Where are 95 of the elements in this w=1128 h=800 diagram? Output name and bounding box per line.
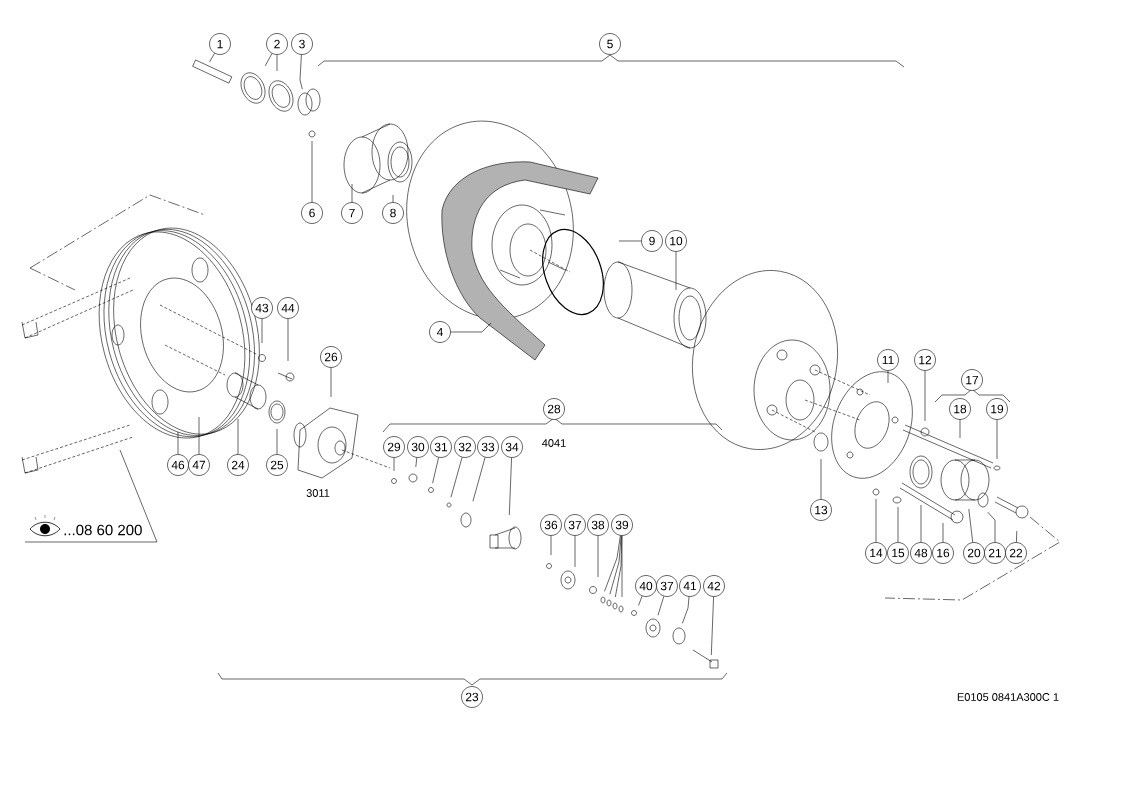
callout-number: 16 <box>932 542 954 564</box>
callout-number: 17 <box>961 369 983 391</box>
callout-number: 10 <box>665 230 687 252</box>
leader-line <box>550 535 552 556</box>
leader-line <box>177 431 179 455</box>
leader-line <box>450 457 463 498</box>
callout-number: 14 <box>865 542 887 564</box>
callout-number: 5 <box>599 33 621 55</box>
callout-number: 34 <box>501 436 523 458</box>
callout-number: 3 <box>291 33 313 55</box>
leader-line <box>621 535 623 598</box>
callout-number: 26 <box>320 346 342 368</box>
leader-line <box>574 535 576 568</box>
callout-number: 30 <box>407 436 429 458</box>
leader-line <box>198 416 200 455</box>
leader-line <box>875 498 877 543</box>
callout-number: 28 <box>543 398 565 420</box>
callout-number: 46 <box>167 454 189 476</box>
leader-line <box>276 428 278 455</box>
callout-number: 44 <box>277 297 299 319</box>
leader-line <box>897 506 899 543</box>
callout-number: 6 <box>301 202 323 224</box>
callout-number: 21 <box>984 542 1006 564</box>
callout-number: 37 <box>656 575 678 597</box>
leader-line <box>920 504 922 543</box>
callout-number: 32 <box>454 436 476 458</box>
leader-line <box>432 457 439 484</box>
leader-line <box>351 183 353 203</box>
callout-number: 2 <box>266 33 288 55</box>
leader-line <box>682 596 690 624</box>
leader-line <box>638 595 643 606</box>
leader-line <box>675 251 677 291</box>
leader-line <box>237 418 239 455</box>
leader-line <box>968 508 974 543</box>
part-number: 4041 <box>542 439 566 447</box>
callout-number: 38 <box>587 514 609 536</box>
callout-number: 22 <box>1005 542 1027 564</box>
callout-number: 11 <box>877 349 899 371</box>
leader-line <box>820 458 822 500</box>
leader-line <box>265 53 273 67</box>
callout-number: 39 <box>611 514 633 536</box>
leader-line <box>887 370 889 384</box>
leader-line <box>261 318 263 344</box>
callout-number: 25 <box>266 454 288 476</box>
callout-number: 37 <box>564 514 586 536</box>
callout-number: 42 <box>703 575 725 597</box>
leader-line <box>276 54 278 72</box>
callout-number: 18 <box>949 398 971 420</box>
callout-number: 12 <box>914 349 936 371</box>
callout-number: 9 <box>641 230 663 252</box>
callout-number: 47 <box>188 454 210 476</box>
leader-line <box>450 322 492 333</box>
leader-line <box>618 240 642 242</box>
callout-number: 15 <box>887 542 909 564</box>
leader-line <box>393 457 395 472</box>
callout-number: 4 <box>429 321 451 343</box>
leader-line <box>509 457 512 516</box>
callout-number: 13 <box>810 499 832 521</box>
leader-line <box>209 53 215 63</box>
leader-line <box>942 522 944 543</box>
reference-number: ...08 60 200 <box>64 524 142 536</box>
leader-line <box>392 194 394 203</box>
callout-number: 33 <box>477 436 499 458</box>
callout-number: 24 <box>227 454 249 476</box>
leader-line <box>987 511 996 543</box>
callout-number: 41 <box>679 575 701 597</box>
callout-number: 31 <box>430 436 452 458</box>
leader-line <box>604 535 621 592</box>
callout-number: 40 <box>635 575 657 597</box>
leader-line <box>287 318 289 362</box>
leader-line <box>597 535 599 578</box>
callout-number: 7 <box>341 202 363 224</box>
leader-line <box>472 457 486 502</box>
leader-line <box>996 419 998 460</box>
callout-number: 48 <box>910 542 932 564</box>
leader-line <box>924 370 926 422</box>
callout-number: 23 <box>461 686 483 708</box>
callout-number: 29 <box>383 436 405 458</box>
leader-line <box>330 367 332 398</box>
callout-number: 36 <box>540 514 562 536</box>
leader-line <box>299 54 303 90</box>
drawing-number: E0105 0841A300C 1 <box>957 693 1059 701</box>
callout-number: 19 <box>986 398 1008 420</box>
callout-number: 20 <box>963 542 985 564</box>
leader-line <box>711 596 714 656</box>
part-number: 3011 <box>306 489 330 497</box>
leader-line <box>657 596 665 616</box>
leader-line <box>959 419 961 439</box>
leader-line <box>609 535 622 595</box>
callout-number: 43 <box>251 297 273 319</box>
leader-line <box>415 457 418 468</box>
callout-number: 8 <box>382 202 404 224</box>
leader-line <box>311 140 313 203</box>
callout-number: 1 <box>209 33 231 55</box>
leader-line <box>1016 530 1018 543</box>
